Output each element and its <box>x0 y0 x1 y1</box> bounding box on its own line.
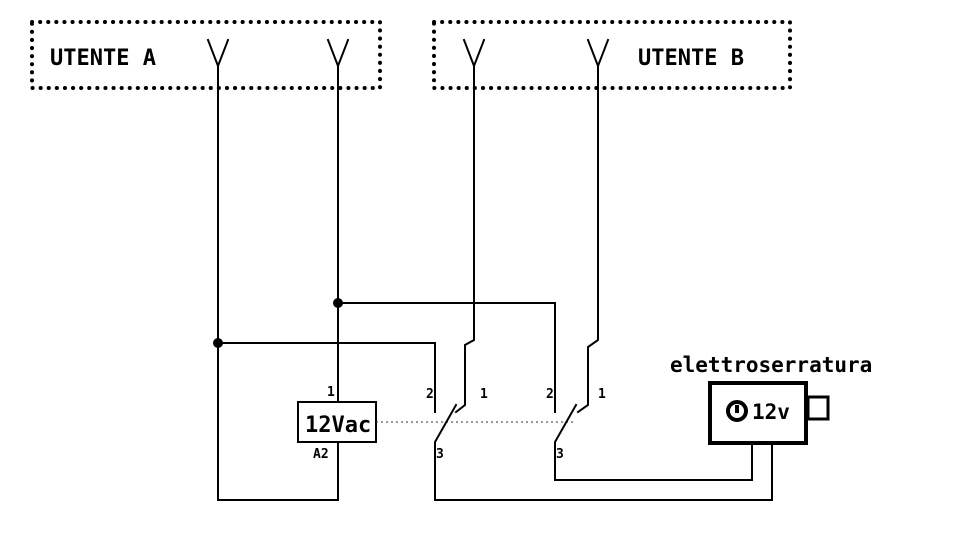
user-b-label: UTENTE B <box>638 46 744 71</box>
lock-bolt <box>806 395 830 421</box>
wire-switch-a-3-to-lock <box>434 445 773 501</box>
switch-b-blade <box>554 403 578 449</box>
lock-title: elettroserratura <box>670 353 872 377</box>
lock-body <box>708 381 808 445</box>
wire-user-a-left <box>217 65 339 501</box>
switch-b-terminal-3: 3 <box>556 447 564 462</box>
switch-a: 2 1 3 <box>426 387 488 462</box>
user-b-terminal-2-icon <box>586 38 610 69</box>
wire-switch-b-3-to-lock <box>554 445 753 481</box>
user-a-border <box>30 20 382 90</box>
switch-a-terminal-1: 1 <box>480 387 488 402</box>
junction-dot-b <box>333 298 343 308</box>
lock-cylinder-icon <box>726 400 748 422</box>
user-a-label: UTENTE A <box>50 46 156 71</box>
user-b-terminal-1-icon <box>462 38 486 69</box>
switch-b-terminal-1: 1 <box>598 387 606 402</box>
switch-a-terminal-2: 2 <box>426 387 434 402</box>
user-b-box: UTENTE B <box>432 20 792 90</box>
wire-to-switch-b-2 <box>337 302 556 401</box>
relay-terminal-top: 1 <box>327 385 335 400</box>
switch-a-blade <box>434 403 458 449</box>
user-a-box: UTENTE A <box>30 20 382 90</box>
user-a-terminal-2-icon <box>326 38 350 69</box>
switch-a-terminal-3: 3 <box>436 447 444 462</box>
wire-user-b-left <box>464 65 475 401</box>
wires <box>217 65 773 501</box>
switch-b: 2 1 3 <box>546 387 606 462</box>
user-b-border <box>432 20 792 90</box>
switch-b-contact-1 <box>576 399 589 414</box>
wire-user-b-right <box>587 65 599 401</box>
switch-a-contact-1 <box>454 399 466 414</box>
lock-rating: 12v <box>752 400 790 424</box>
switch-b-terminal-2: 2 <box>546 387 554 402</box>
relay-terminal-bottom: A2 <box>313 447 329 462</box>
wire-to-switch-a-2 <box>217 342 436 401</box>
electric-lock: elettroserratura 12v <box>670 353 872 445</box>
junction-dot-a <box>213 338 223 348</box>
relay-label: 12Vac <box>305 413 371 438</box>
user-a-terminal-1-icon <box>206 38 230 69</box>
